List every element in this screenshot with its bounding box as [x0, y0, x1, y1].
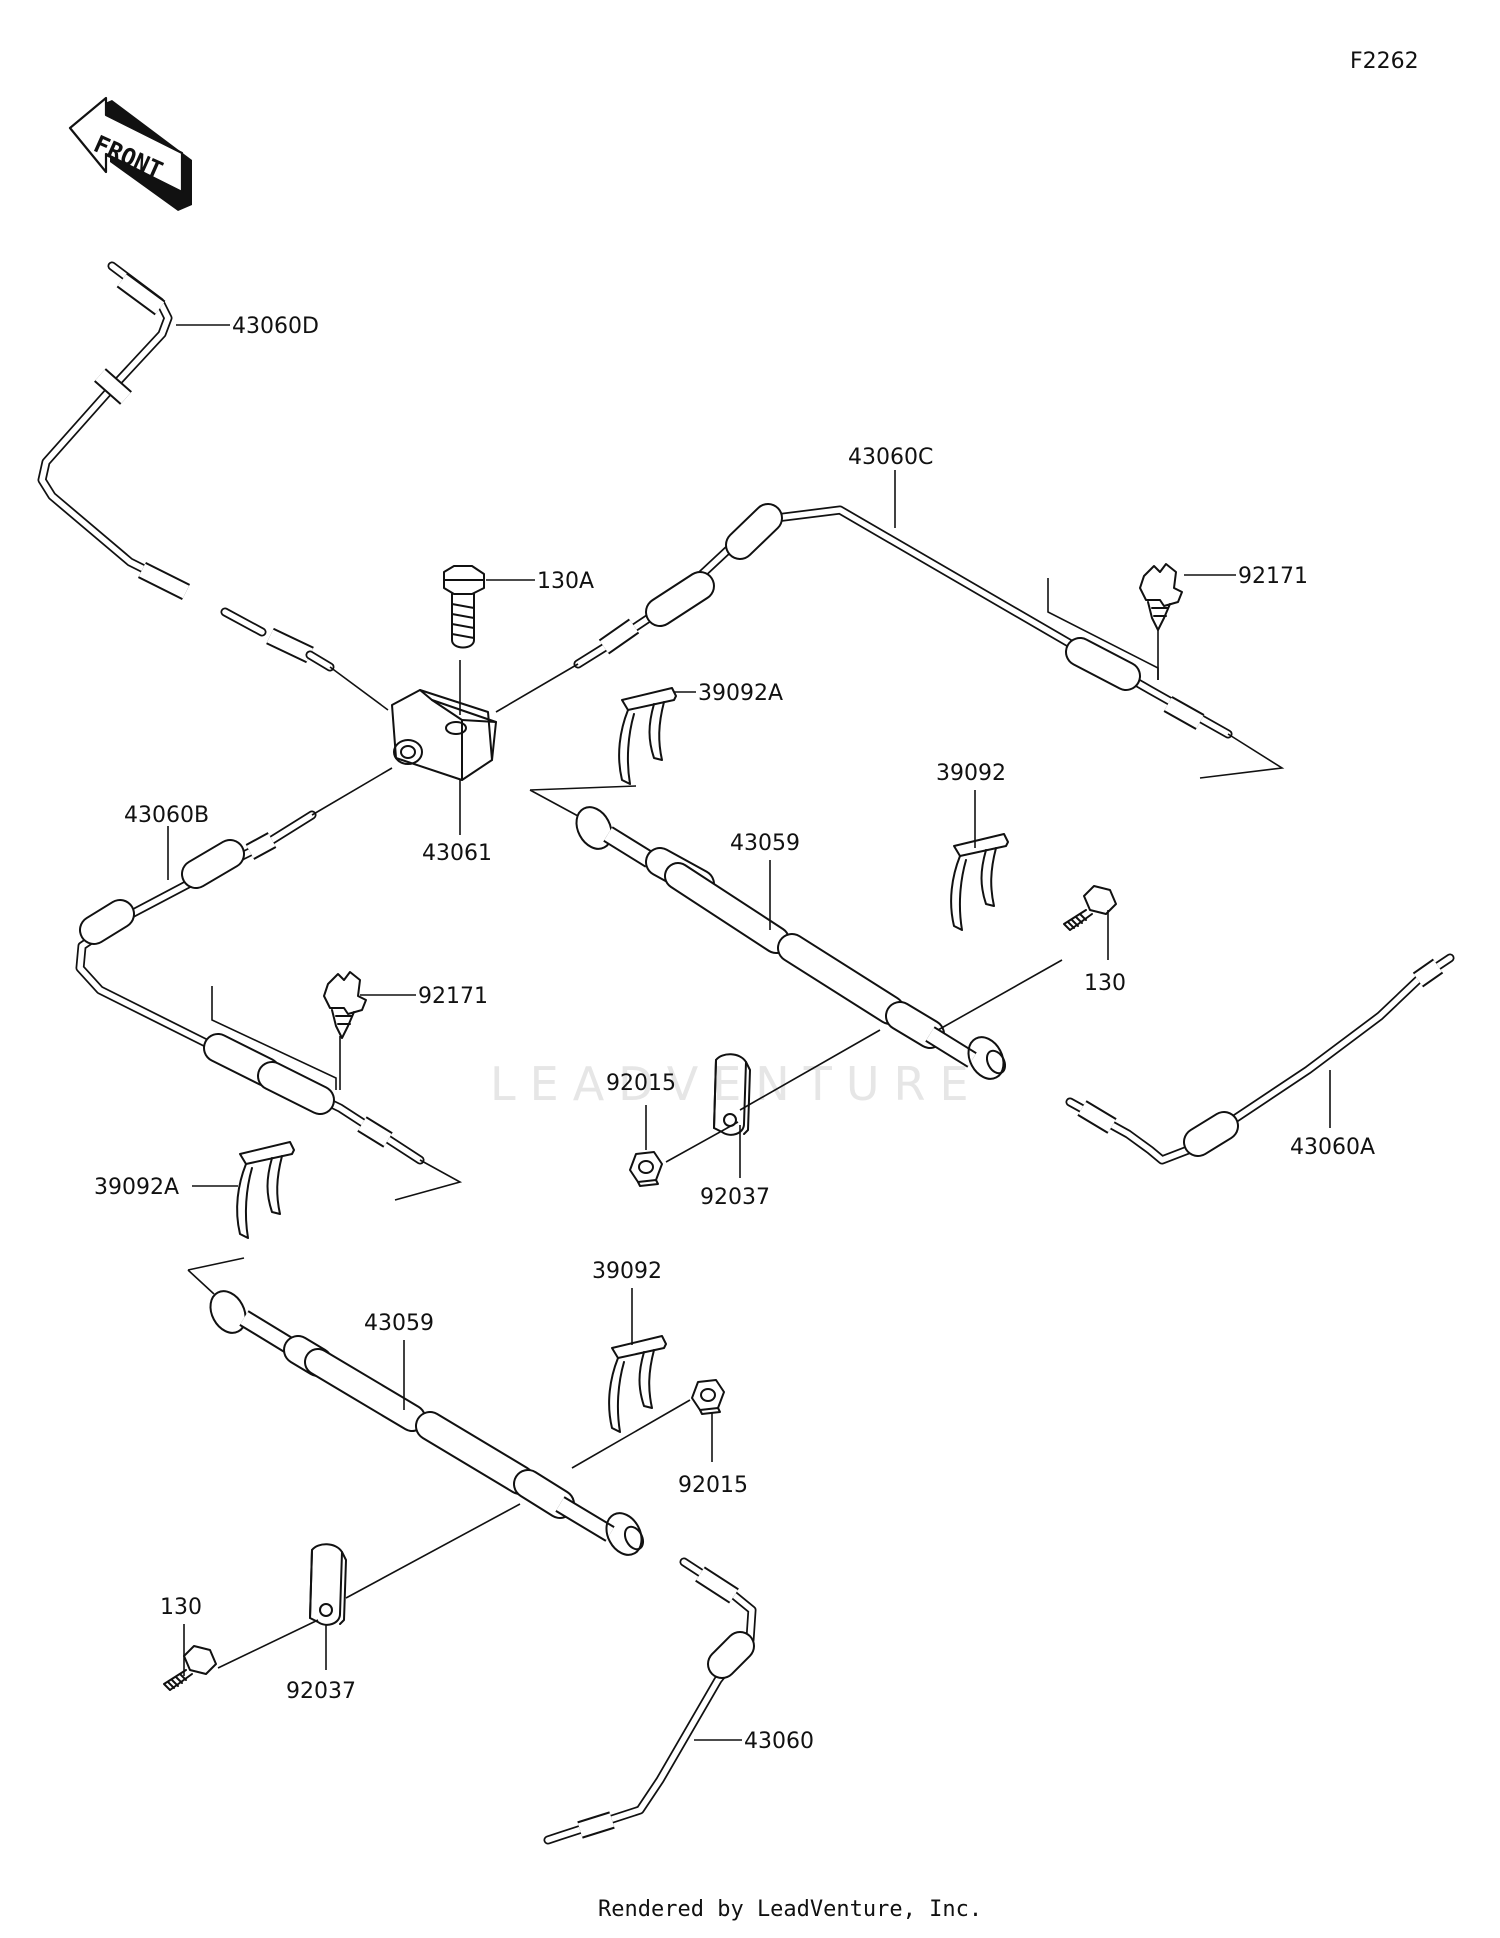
label-130-upper[interactable]: 130	[1084, 971, 1126, 996]
brake-pipe-43060D[interactable]	[37, 261, 335, 672]
clamp-92171-right[interactable]	[1139, 563, 1183, 631]
label-43061[interactable]: 43061	[422, 841, 492, 866]
brake-junction-block-43061[interactable]	[391, 689, 497, 781]
brake-pipe-43060A[interactable]	[1065, 953, 1455, 1165]
label-92037-upper[interactable]: 92037	[700, 1185, 770, 1210]
label-43060C[interactable]: 43060C	[848, 445, 933, 470]
label-130-lower[interactable]: 130	[160, 1595, 202, 1620]
label-130A[interactable]: 130A	[537, 569, 594, 594]
label-39092A-lower[interactable]: 39092A	[94, 1175, 179, 1200]
bolt-130A[interactable]	[443, 565, 485, 649]
label-39092A-upper[interactable]: 39092A	[698, 681, 783, 706]
label-43059-upper[interactable]: 43059	[730, 831, 800, 856]
label-92037-lower[interactable]: 92037	[286, 1679, 356, 1704]
clamp-92171-left[interactable]	[323, 971, 367, 1039]
brake-pipe-43060[interactable]	[543, 1557, 757, 1845]
label-92015-lower[interactable]: 92015	[678, 1473, 748, 1498]
clip-39092A-lower[interactable]	[236, 1141, 295, 1239]
diagram-id: F2262	[1350, 49, 1419, 74]
label-43059-lower[interactable]: 43059	[364, 1311, 434, 1336]
label-43060[interactable]: 43060	[744, 1729, 814, 1754]
brake-hose-43059-upper[interactable]	[570, 801, 1011, 1085]
front-arrow-icon: FRONT	[68, 96, 192, 211]
brake-hose-43059-lower[interactable]	[204, 1285, 649, 1561]
watermark: LEADVENTURE	[490, 1057, 983, 1111]
label-43060B[interactable]: 43060B	[124, 803, 209, 828]
brake-pipe-43060B[interactable]	[75, 810, 425, 1165]
label-39092-upper[interactable]: 39092	[936, 761, 1006, 786]
clip-39092-lower[interactable]	[608, 1335, 667, 1433]
label-92015-upper[interactable]: 92015	[606, 1071, 676, 1096]
label-92171-left[interactable]: 92171	[418, 984, 488, 1009]
bolt-130-lower[interactable]	[163, 1645, 217, 1691]
label-92171-right[interactable]: 92171	[1238, 564, 1308, 589]
brake-pipe-43060C[interactable]	[573, 503, 1233, 739]
footer-credit: Rendered by LeadVenture, Inc.	[598, 1897, 982, 1922]
label-39092-lower[interactable]: 39092	[592, 1259, 662, 1284]
label-43060A[interactable]: 43060A	[1290, 1135, 1375, 1160]
nut-92015-lower[interactable]	[691, 1379, 725, 1415]
nut-92015-upper[interactable]	[629, 1151, 663, 1187]
clip-39092-upper[interactable]	[950, 833, 1009, 931]
p-clamp-92037-lower[interactable]	[309, 1543, 347, 1626]
clip-39092A-upper[interactable]	[618, 687, 677, 785]
label-43060D[interactable]: 43060D	[232, 314, 319, 339]
